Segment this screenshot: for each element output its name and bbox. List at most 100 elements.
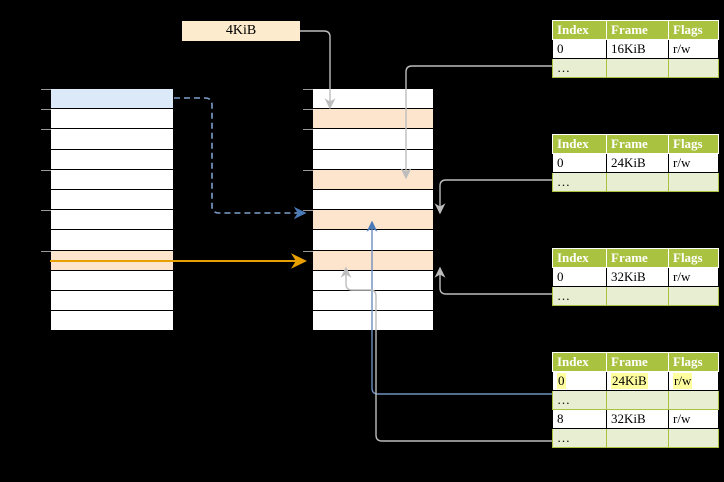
page-table-3-cell[interactable]: [606, 286, 669, 306]
page-table-3-row[interactable]: …: [552, 286, 719, 306]
row-tick-mark: [303, 89, 313, 90]
physical-address-space-row[interactable]: [313, 149, 433, 170]
page-table-4-cell[interactable]: [606, 428, 669, 448]
physical-address-space-row[interactable]: [313, 210, 433, 231]
virtual-address-space-row[interactable]: [51, 210, 173, 231]
virtual-address-space-row[interactable]: [51, 189, 173, 211]
page-table-2-cell[interactable]: 24KiB: [606, 153, 669, 173]
row-tick-mark: [303, 210, 313, 212]
page-table-1-header-index: Index: [552, 20, 607, 40]
page-table-1-header-frame: Frame: [606, 20, 669, 40]
page-size-label: 4KiB: [182, 21, 300, 41]
physical-address-space-row[interactable]: [313, 311, 433, 332]
page-table-4-header-frame: Frame: [606, 352, 669, 372]
page-table-2-cell[interactable]: [606, 172, 669, 192]
row-tick-mark: [303, 129, 313, 131]
page-table-4-cell[interactable]: [606, 390, 669, 410]
page-table-4-cell[interactable]: [668, 428, 719, 448]
page-table-1-cell[interactable]: [606, 58, 669, 78]
row-tick-mark: [41, 109, 51, 111]
virtual-address-space-row[interactable]: [51, 129, 173, 150]
physical-address-space-column: [303, 88, 434, 332]
page-table-2-header-frame: Frame: [606, 134, 669, 154]
page-table-4-header-flags: Flags: [668, 352, 719, 372]
page-table-4-row[interactable]: …: [552, 390, 719, 410]
virtual-address-space-row[interactable]: [51, 109, 173, 130]
virtual-address-space-row[interactable]: [51, 311, 173, 332]
row-tick-mark: [41, 210, 51, 212]
virtual-address-space-row[interactable]: [51, 290, 173, 312]
row-tick-mark: [41, 250, 51, 252]
row-tick-mark: [41, 89, 51, 90]
page-table-4-cell[interactable]: 8: [552, 409, 607, 429]
page-table-3-cell[interactable]: 0: [552, 267, 607, 287]
page-table-4-cell[interactable]: 32KiB: [606, 409, 669, 429]
page-table-2-row[interactable]: …: [552, 172, 719, 192]
virtual-address-space-row[interactable]: [51, 149, 173, 170]
page-table-4-cell[interactable]: …: [552, 390, 607, 410]
wire-table2-to-frame: [434, 179, 552, 215]
page-table-4-cell[interactable]: …: [552, 428, 607, 448]
virtual-address-space-row[interactable]: [51, 270, 173, 291]
page-table-2-header-flags: Flags: [668, 134, 719, 154]
row-tick-mark: [303, 109, 313, 111]
row-tick-mark: [41, 129, 51, 131]
page-table-3-cell[interactable]: r/w: [668, 267, 719, 287]
page-table-2-cell[interactable]: …: [552, 172, 607, 192]
virtual-address-space-row[interactable]: [51, 89, 173, 110]
virtual-address-space-column: [41, 88, 174, 332]
highlighted-value: r/w: [673, 373, 693, 389]
page-table-4-row[interactable]: …: [552, 428, 719, 448]
page-table-1-row[interactable]: …: [552, 58, 719, 78]
page-table-3-header-frame: Frame: [606, 248, 669, 268]
page-table-2-cell[interactable]: 0: [552, 153, 607, 173]
page-table-1-cell[interactable]: r/w: [668, 39, 719, 59]
highlighted-value: 0: [557, 373, 566, 389]
page-table-4-cell[interactable]: [668, 390, 719, 410]
physical-address-space-row[interactable]: [313, 109, 433, 130]
page-table-1-header-flags: Flags: [668, 20, 719, 40]
page-table-2-cell[interactable]: r/w: [668, 153, 719, 173]
page-table-3-cell[interactable]: [668, 286, 719, 306]
physical-address-space-row[interactable]: [313, 230, 433, 251]
page-table-4-cell[interactable]: r/w: [668, 371, 719, 391]
row-tick-mark: [303, 169, 313, 171]
virtual-address-space-row[interactable]: [51, 230, 173, 251]
physical-address-space-row[interactable]: [313, 270, 433, 291]
physical-address-space-row[interactable]: [313, 290, 433, 312]
highlighted-value: 24KiB: [611, 373, 648, 389]
physical-address-space-row[interactable]: [313, 189, 433, 211]
wire-virtual-to-physical-dashed: [174, 97, 307, 220]
page-table-3-cell[interactable]: …: [552, 286, 607, 306]
page-table-4-header-index: Index: [552, 352, 607, 372]
physical-address-space-row[interactable]: [313, 129, 433, 150]
wire-table3-to-frame: [434, 266, 552, 295]
virtual-address-space-row[interactable]: [51, 169, 173, 190]
page-table-4-row[interactable]: 0 24KiB r/w: [552, 371, 719, 391]
physical-address-space-row[interactable]: [313, 89, 433, 110]
page-table-2-cell[interactable]: [668, 172, 719, 192]
virtual-address-space-row[interactable]: [51, 250, 173, 271]
page-table-1-cell[interactable]: [668, 58, 719, 78]
row-tick-mark: [41, 169, 51, 171]
page-table-3-cell[interactable]: 32KiB: [606, 267, 669, 287]
page-table-4-cell[interactable]: 24KiB: [606, 371, 669, 391]
page-table-2-header-index: Index: [552, 134, 607, 154]
page-table-4-cell[interactable]: 0: [552, 371, 607, 391]
page-table-1-cell[interactable]: …: [552, 58, 607, 78]
physical-address-space-row[interactable]: [313, 250, 433, 271]
page-table-4-cell[interactable]: r/w: [668, 409, 719, 429]
page-table-1-cell[interactable]: 0: [552, 39, 607, 59]
physical-address-space-row[interactable]: [313, 169, 433, 190]
page-table-1-cell[interactable]: 16KiB: [606, 39, 669, 59]
page-table-3-header-flags: Flags: [668, 248, 719, 268]
